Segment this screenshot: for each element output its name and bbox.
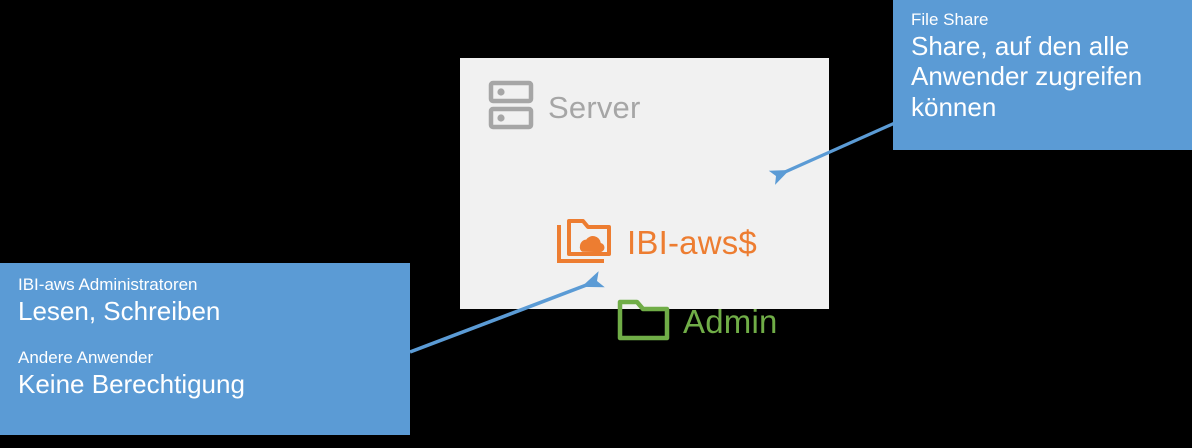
server-header: Server: [488, 80, 641, 135]
folder-item-admin[interactable]: Admin: [615, 295, 778, 348]
callout-file-share-line-2: Anwender zugreifen: [911, 61, 1143, 92]
share-item-ibi-aws[interactable]: IBI-aws$: [555, 214, 757, 271]
callout-file-share-line-3: können: [911, 91, 997, 122]
folder-label-admin: Admin: [683, 303, 778, 340]
server-panel: Server IBI-aws$ Admin: [460, 58, 829, 341]
folder-icon: [615, 295, 673, 348]
shared-folder-cloud-icon: [555, 214, 617, 271]
server-title: Server: [548, 90, 641, 125]
callout-permissions-heading-2: Andere Anwender: [18, 348, 154, 368]
callout-file-share-heading: File Share: [911, 10, 989, 29]
callout-permissions-body-2: Keine Berechtigung: [18, 368, 245, 399]
server-icon: [488, 80, 534, 135]
callout-file-share: File Share Share, auf den alle Anwender …: [893, 0, 1192, 150]
share-label-ibi-aws: IBI-aws$: [627, 224, 757, 261]
callout-permissions-heading-1: IBI-aws Administratoren: [18, 275, 198, 294]
callout-permissions-spacer: [18, 326, 396, 348]
callout-permissions: IBI-aws Administratoren Lesen, Schreiben…: [0, 263, 410, 435]
callout-permissions-body-1: Lesen, Schreiben: [18, 295, 221, 326]
callout-file-share-line-1: Share, auf den alle: [911, 30, 1130, 61]
